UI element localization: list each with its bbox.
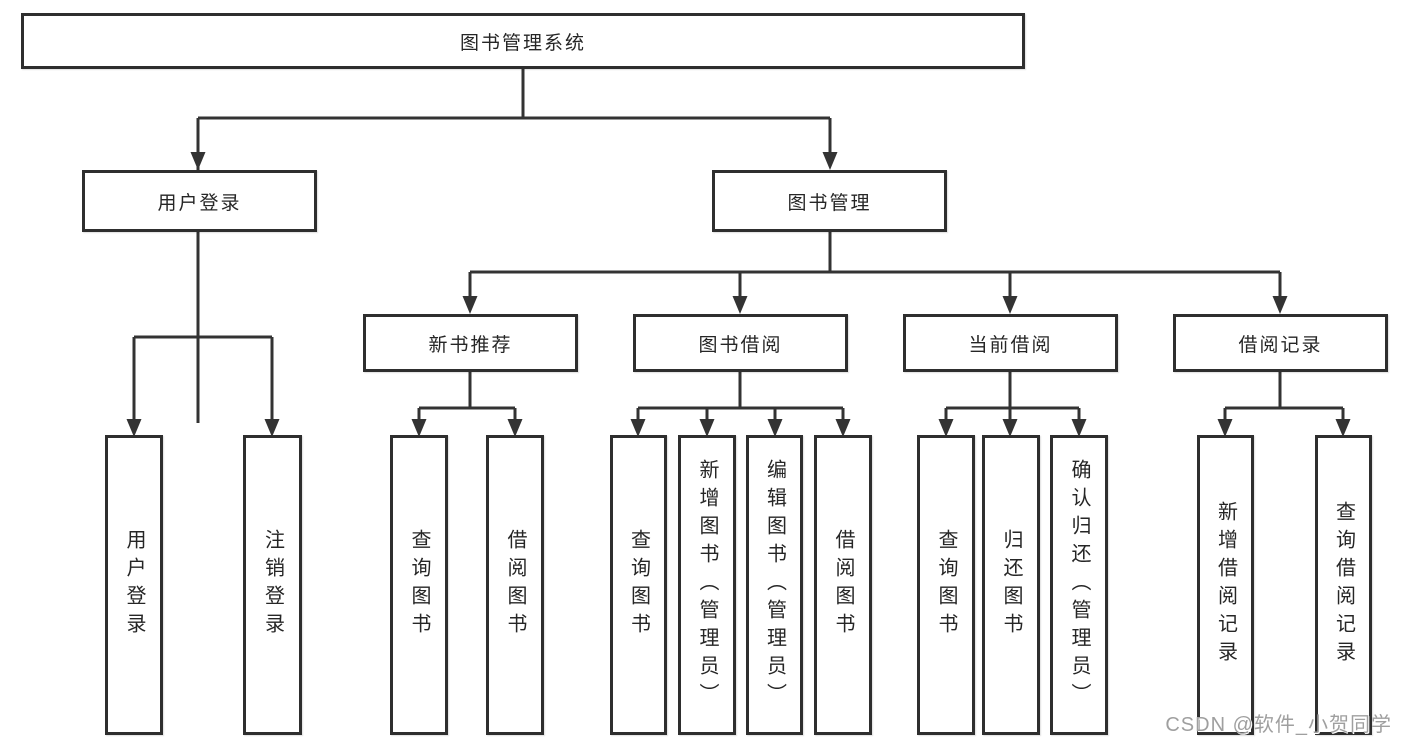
leaf-label: 查询图书 bbox=[408, 529, 430, 641]
leaf-user-login: 用户登录 bbox=[105, 435, 163, 735]
leaf-label: 用户登录 bbox=[123, 529, 145, 641]
leaf-query-books-recommend: 查询图书 bbox=[390, 435, 448, 735]
leaf-label: 注销登录 bbox=[261, 529, 284, 641]
leaf-add-borrow-record: 新增借阅记录 bbox=[1197, 435, 1254, 735]
leaf-label: 查询图书 bbox=[935, 529, 957, 641]
node-new-book-recommend: 新书推荐 bbox=[363, 314, 578, 372]
node-root: 图书管理系统 bbox=[21, 13, 1025, 69]
leaf-query-books-borrow: 查询图书 bbox=[610, 435, 667, 735]
leaf-label: 新增图书（管理员） bbox=[696, 459, 718, 711]
leaf-label: 新增借阅记录 bbox=[1214, 501, 1237, 669]
leaf-label: 查询借阅记录 bbox=[1332, 501, 1355, 669]
arrow-down-icon bbox=[190, 152, 206, 170]
leaf-label: 借阅图书 bbox=[504, 529, 526, 641]
leaf-borrow-books-recommend: 借阅图书 bbox=[486, 435, 544, 735]
leaf-add-book-admin: 新增图书（管理员） bbox=[678, 435, 736, 735]
leaf-label: 编辑图书（管理员） bbox=[763, 459, 786, 711]
leaf-label: 确认归还（管理员） bbox=[1068, 459, 1090, 711]
leaf-return-books: 归还图书 bbox=[982, 435, 1040, 735]
node-borrow-records: 借阅记录 bbox=[1173, 314, 1388, 372]
leaf-label: 归还图书 bbox=[1000, 529, 1022, 641]
leaf-query-borrow-record: 查询借阅记录 bbox=[1315, 435, 1372, 735]
node-user-login: 用户登录 bbox=[82, 170, 317, 232]
leaf-query-books-current: 查询图书 bbox=[917, 435, 975, 735]
arrow-down-icon bbox=[1272, 296, 1288, 314]
csdn-watermark: CSDN @软件_小贺同学 bbox=[1165, 714, 1392, 736]
arrow-down-icon bbox=[732, 296, 748, 314]
leaf-confirm-return-admin: 确认归还（管理员） bbox=[1050, 435, 1108, 735]
arrow-down-icon bbox=[822, 152, 838, 170]
leaf-logout: 注销登录 bbox=[243, 435, 302, 735]
node-current-borrow: 当前借阅 bbox=[903, 314, 1118, 372]
arrow-down-icon bbox=[462, 296, 478, 314]
leaf-edit-book-admin: 编辑图书（管理员） bbox=[746, 435, 803, 735]
leaf-label: 借阅图书 bbox=[832, 529, 854, 641]
arrow-down-icon bbox=[1002, 296, 1018, 314]
node-book-borrow: 图书借阅 bbox=[633, 314, 848, 372]
leaf-borrow-books: 借阅图书 bbox=[814, 435, 872, 735]
node-book-management: 图书管理 bbox=[712, 170, 947, 232]
leaf-label: 查询图书 bbox=[627, 529, 650, 641]
